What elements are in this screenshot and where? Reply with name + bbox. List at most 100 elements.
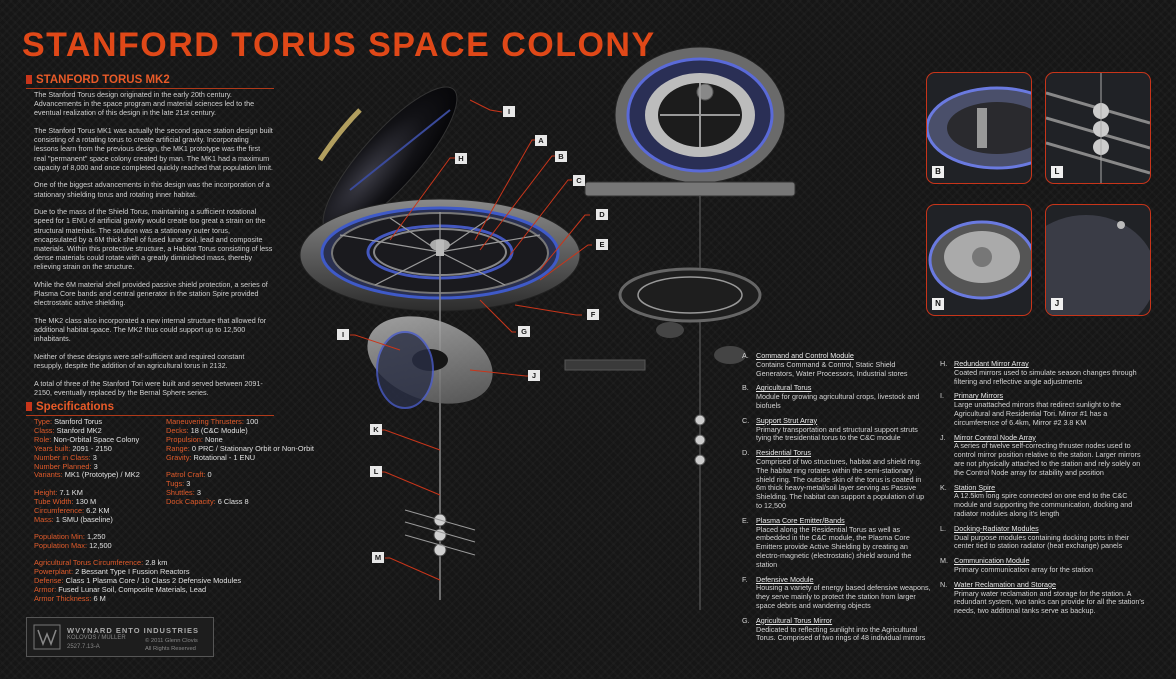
spec-value: 6 Class 8 bbox=[217, 496, 249, 506]
detail-thumb-b[interactable]: B bbox=[926, 72, 1032, 184]
logo-name: WVYNARD ENTO INDUSTRIES bbox=[67, 626, 200, 635]
legend-desc: Primary communication array for the stat… bbox=[954, 564, 1094, 574]
spec-key: Years built: bbox=[34, 443, 71, 453]
logo-code: 2527.7.13-A bbox=[67, 644, 100, 650]
thumb-label: J bbox=[1051, 298, 1063, 310]
spec-value: 0 PRC / Stationary Orbit or Non-Orbit bbox=[191, 443, 314, 453]
spec-value: Fused Lunar Soil, Composite Materials, L… bbox=[58, 585, 207, 594]
spec-row: Height: 7.1 KM bbox=[34, 487, 204, 498]
legend-name: Agricultural Torus bbox=[756, 383, 812, 393]
legend-desc: Coated mirrors used to simulate season c… bbox=[954, 367, 1137, 386]
legend-desc: A 12.5km long spire connected on one end… bbox=[954, 491, 1133, 518]
spec-value: 3 bbox=[92, 452, 97, 462]
spec-row: Circumference: 6.2 KM bbox=[34, 505, 204, 516]
callout-lines bbox=[350, 99, 592, 581]
residential-torus bbox=[299, 198, 581, 312]
spec-key: Propulsion: bbox=[166, 434, 203, 444]
spec-value: 1,250 bbox=[87, 531, 106, 541]
spec-row: Type: Stanford Torus bbox=[34, 417, 204, 427]
spec-row: Agricultural Torus Circumference: 2.8 km bbox=[34, 558, 204, 568]
spec-value: 3 bbox=[196, 487, 201, 497]
spec-key: Number in Class: bbox=[34, 452, 91, 462]
logo-icon bbox=[33, 624, 61, 650]
spec-value: 3 bbox=[186, 478, 191, 488]
spec-value: 2 Bessant Type I Fussion Reactors bbox=[75, 567, 190, 577]
legend-letter: C. bbox=[742, 415, 750, 425]
spec-key: Gravity: bbox=[166, 452, 192, 462]
detail-thumb-j[interactable]: J bbox=[1045, 204, 1151, 316]
spec-row: Class: Stanford MK2 bbox=[34, 426, 204, 436]
legend-name: Agricultural Torus Mirror bbox=[756, 615, 833, 625]
spec-value: 7.1 KM bbox=[59, 487, 83, 497]
legend-name: Primary Mirrors bbox=[954, 391, 1004, 401]
spec-key: Circumference: bbox=[34, 505, 85, 515]
callout-k: K bbox=[370, 424, 382, 435]
spec-row: Dock Capacity: 6 Class 8 bbox=[166, 496, 326, 507]
callout-b: B bbox=[555, 151, 567, 162]
spec-key: Maneuvering Thrusters: bbox=[166, 417, 244, 426]
legend-name: Plasma Core Emitter/Bands bbox=[756, 515, 845, 525]
spec-row: Population Max: 12,500 bbox=[34, 540, 204, 551]
spec-row: Role: Non-Orbital Space Colony bbox=[34, 434, 204, 445]
legend-desc: Module for growing agricultural crops, l… bbox=[756, 392, 920, 410]
thumb-label: N bbox=[932, 298, 944, 310]
detail-thumb-n[interactable]: N bbox=[926, 204, 1032, 316]
legend-letter: F. bbox=[742, 574, 748, 584]
callout-e: E bbox=[596, 239, 608, 250]
legend-name: Command and Control Module bbox=[756, 351, 854, 360]
intro-paragraph: A total of three of the Stanford Tori we… bbox=[34, 378, 263, 398]
legend-name: Redundant Mirror Array bbox=[954, 359, 1029, 368]
spec-key: Tube Width: bbox=[34, 496, 74, 506]
legend-desc: Dedicated to reflecting sunlight into th… bbox=[756, 624, 926, 643]
spec-row: Gravity: Rotational - 1 ENU bbox=[166, 452, 326, 463]
spec-value: 18 (C&C Module) bbox=[190, 425, 248, 435]
primary-mirror bbox=[317, 86, 458, 234]
spec-key: Number Planned: bbox=[34, 461, 92, 471]
spec-value: Stanford Torus bbox=[54, 417, 103, 426]
legend-name: Residential Torus bbox=[756, 448, 811, 458]
legend-desc: Comprised of two structures, habitat and… bbox=[756, 456, 925, 510]
spec-key: Height: bbox=[34, 487, 58, 497]
intro-paragraph: The Stanford Torus design originated in … bbox=[34, 90, 255, 118]
callout-l: L bbox=[370, 466, 382, 477]
spec-row: Variants: MK1 (Prototype) / MK2 bbox=[34, 470, 204, 480]
spec-row: Mass: 1 SMU (baseline) bbox=[34, 515, 204, 525]
intro-paragraph: One of the biggest advancements in this … bbox=[34, 180, 270, 199]
spec-value: Non-Orbital Space Colony bbox=[53, 434, 140, 444]
spec-key: Agricultural Torus Circumference: bbox=[34, 558, 144, 568]
spec-key: Armor: bbox=[34, 585, 57, 594]
callout-f: F bbox=[587, 309, 599, 320]
spec-key: Powerplant: bbox=[34, 567, 74, 577]
callout-a: A bbox=[535, 135, 547, 146]
legend-letter: K. bbox=[940, 482, 947, 492]
callout-d: D bbox=[596, 209, 608, 220]
intro-paragraph: Neither of these designs were self-suffi… bbox=[34, 352, 245, 371]
detail-thumb-l[interactable]: L bbox=[1045, 72, 1151, 184]
legend-letter: N. bbox=[940, 579, 948, 589]
legend-name: Docking-Radiator Modules bbox=[954, 523, 1039, 533]
legend-letter: J. bbox=[940, 432, 946, 442]
callout-c: C bbox=[573, 175, 585, 186]
logo-sub: KOLOVOS / MULLER bbox=[67, 635, 126, 641]
callout-h: H bbox=[455, 153, 467, 164]
spec-row: Tugs: 3 bbox=[166, 478, 326, 489]
spec-value: Class 1 Plasma Core / 10 Class 2 Defensi… bbox=[65, 576, 242, 586]
callout-i: I bbox=[503, 106, 515, 117]
legend-name: Mirror Control Node Array bbox=[954, 432, 1036, 442]
legend-name: Communication Module bbox=[954, 556, 1030, 566]
legend-letter: B. bbox=[742, 383, 749, 393]
spec-key: Decks: bbox=[166, 425, 189, 435]
spec-value: 0 bbox=[207, 470, 212, 480]
spec-key: Population Max: bbox=[34, 540, 87, 550]
